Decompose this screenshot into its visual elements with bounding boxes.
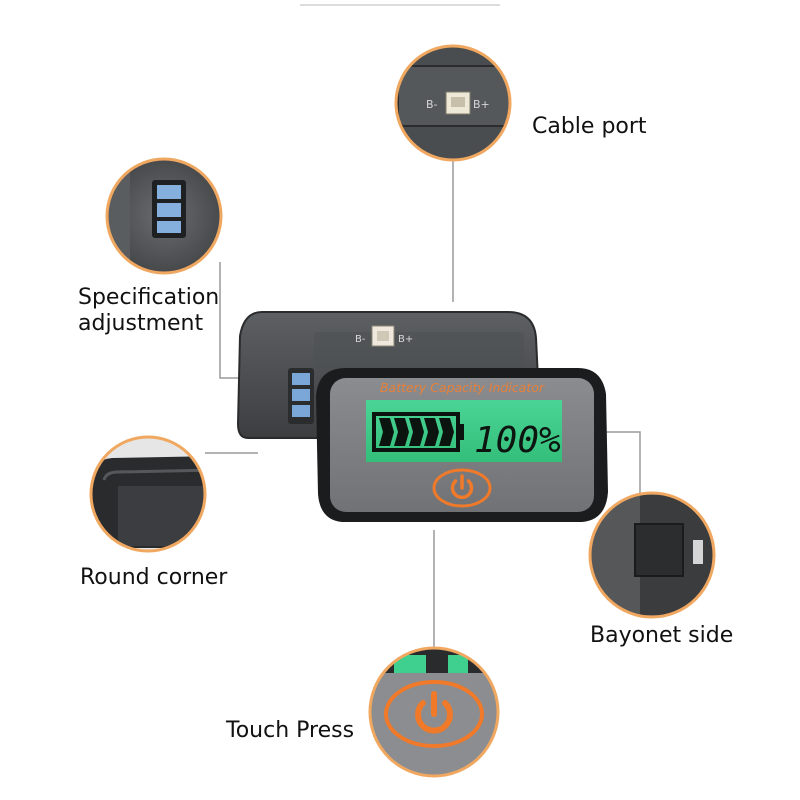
header-faint-text (300, 4, 500, 6)
battery-bar (379, 418, 394, 446)
callout-bayonet-side: Bayonet side (590, 623, 734, 648)
power-icon-zoom (415, 691, 453, 734)
round-corner-zoom (89, 435, 207, 553)
svg-text:B+: B+ (398, 334, 413, 345)
battery-bar (439, 418, 454, 446)
battery-bar (424, 418, 439, 446)
battery-bars (379, 418, 454, 446)
battery-bar (394, 418, 409, 446)
device-title: Battery Capacity Indicator (380, 380, 545, 395)
power-button[interactable] (432, 468, 492, 508)
connector-label-right: B+ (473, 98, 490, 111)
rear-cable-connector: B- B+ (355, 325, 413, 347)
svg-text:B-: B- (355, 334, 366, 345)
front-module: Battery Capacity Indicator 100% (316, 368, 608, 522)
rear-dip-switch (288, 368, 314, 424)
connector-label-left: B- (426, 98, 438, 111)
power-button-icon (450, 474, 474, 500)
battery-bar (409, 418, 424, 446)
cable-port-zoom: B- B+ (394, 44, 512, 162)
callout-round-corner: Round corner (80, 565, 228, 590)
battery-percentage: 100% (474, 420, 561, 461)
callout-specification-line2: adjustment (78, 311, 204, 336)
bayonet-side-zoom (588, 491, 716, 619)
callout-cable-port: Cable port (532, 114, 647, 139)
callout-touch-press: Touch Press (226, 718, 355, 743)
battery-icon (372, 412, 464, 452)
touch-press-zoom (368, 646, 500, 778)
lcd-screen: 100% (366, 400, 562, 462)
spec-adjustment-zoom (105, 157, 223, 275)
callout-specification-line1: Specification (78, 285, 220, 310)
